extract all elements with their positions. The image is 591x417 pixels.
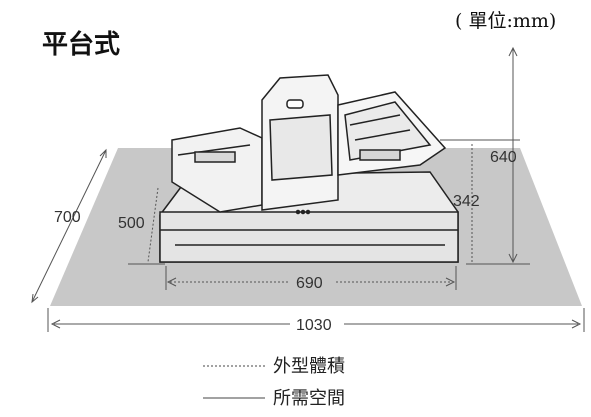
dim-342-label: 342: [453, 193, 480, 210]
dim-700-label: 700: [54, 209, 81, 226]
dim-700: [31, 148, 107, 304]
dim-500: [128, 187, 165, 265]
dim-1030-label: 1030: [296, 317, 332, 334]
legend-dotted: 外型體積: [273, 352, 345, 378]
scanner-body: [159, 74, 459, 263]
legend-solid-label: 所需空間: [273, 388, 345, 409]
dim-1030: [47, 308, 585, 332]
page-title: 平台式: [42, 30, 121, 60]
dim-690: [165, 266, 457, 290]
dim-640: [440, 46, 530, 265]
legend-dotted-label: 外型體積: [273, 356, 345, 377]
dim-690-label: 690: [296, 275, 323, 292]
dim-640-label: 640: [490, 149, 517, 166]
dim-500-label: 500: [118, 215, 145, 232]
unit-label: ( 單位:mm): [455, 10, 557, 32]
legend-solid: 所需空間: [273, 384, 345, 410]
